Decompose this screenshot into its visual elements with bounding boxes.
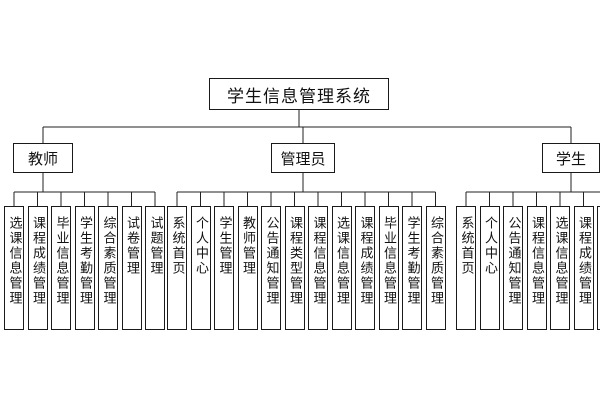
root-title: 学生信息管理系统 [227,86,371,107]
role-label-teacher: 教师 [27,149,58,168]
leaf-label: 教师管理 [240,216,255,276]
leaf-node: 毕业信息管理 [51,206,71,330]
leaf-node: 选课信息管理 [331,206,352,330]
leaf-node: 公告通知管理 [503,206,523,330]
role-node-student: 学生 [542,143,600,173]
leaf-label: 综合素质管理 [100,216,116,306]
leaf-node: 课程成绩管理 [27,206,48,330]
leaf-label: 毕业信息管理 [53,216,69,306]
root-node: 学生信息管理系统 [209,78,389,110]
leaf-node: 个人中心 [190,206,211,330]
leaf-node: 试题管理 [145,206,165,330]
leaf-label: 选课信息管理 [334,216,349,306]
leaf-node: 选课信息管理 [550,206,570,330]
leaf-label: 课程成绩管理 [357,216,373,306]
leaf-label: 课程成绩管理 [30,216,45,306]
leaf-label: 课程信息管理 [310,216,326,306]
leaf-node: 系统首页 [167,206,187,330]
leaf-node: 综合素质管理 [98,206,118,330]
leaf-label: 系统首页 [169,216,185,276]
leaf-node: 课程信息管理 [526,206,547,330]
leaf-label: 综合素质管理 [428,216,443,306]
leaf-node: 课程成绩管理 [573,206,594,330]
leaf-node: 课程成绩管理 [355,206,375,330]
leaf-node: 毕业信息管理 [378,206,399,330]
leaf-label: 试卷管理 [124,216,139,276]
leaf-node: 系统首页 [456,206,476,330]
leaf-label: 课程信息管理 [529,216,544,306]
leaf-label: 个人中心 [482,216,497,276]
leaf-label: 课程成绩管理 [576,216,591,306]
role-label-admin: 管理员 [280,149,326,168]
leaf-label: 课程类型管理 [287,216,302,306]
leaf-label: 选课信息管理 [552,216,568,306]
leaf-node: 公告通知管理 [261,206,281,330]
leaf-node: 学生考勤管理 [74,206,95,330]
leaf-label: 公告通知管理 [505,216,521,306]
leaf-label: 系统首页 [458,216,474,276]
leaf-label: 试题管理 [147,216,163,276]
role-node-admin: 管理员 [271,143,335,173]
leaf-node: 综合素质管理 [425,206,446,330]
leaf-node: 课程类型管理 [284,206,305,330]
leaf-node: 课程信息管理 [308,206,328,330]
leaf-node: 教师管理 [237,206,258,330]
leaf-node: 学生管理 [214,206,234,330]
leaf-label: 选课信息管理 [6,216,22,306]
leaf-label: 公告通知管理 [263,216,279,306]
leaf-label: 毕业信息管理 [381,216,396,306]
leaf-node: 个人中心 [479,206,500,330]
leaf-label: 学生管理 [216,216,232,276]
leaf-label: 个人中心 [193,216,208,276]
leaf-node: 试卷管理 [121,206,142,330]
role-label-student: 学生 [555,149,586,168]
role-node-teacher: 教师 [13,143,73,173]
leaf-node: 学生考勤管理 [402,206,422,330]
leaf-label: 学生考勤管理 [77,216,92,306]
leaf-label: 学生考勤管理 [404,216,420,306]
leaf-node: 选课信息管理 [4,206,24,330]
